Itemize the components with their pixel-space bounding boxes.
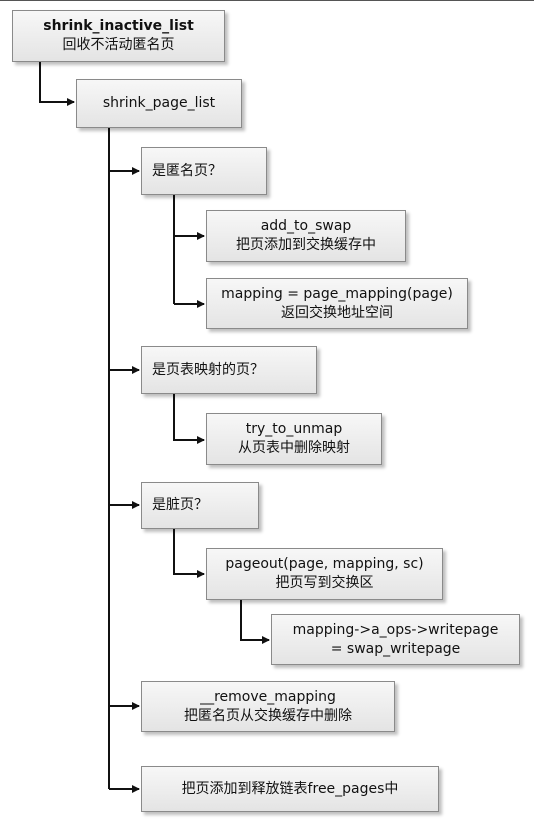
connector-n6-n7 [173,394,205,444]
connector-n9-n10 [240,600,270,644]
node-question: 是页表映射的页？ [152,361,264,378]
node-function-name: add_to_swap [260,218,352,234]
node-page-mapping: mapping = page_mapping(page) 返回交换地址空间 [206,278,468,329]
node-is-mapped-page: 是页表映射的页？ [141,346,317,394]
node-shrink-page-list: shrink_page_list [76,79,242,128]
node-writepage: mapping->a_ops->writepage = swap_writepa… [271,614,520,665]
node-is-dirty-page: 是脏页？ [141,482,259,529]
node-description: 把页添加到释放链表free_pages中 [181,780,399,797]
node-function-name: pageout(page, mapping, sc) [225,556,424,572]
connector-n8-n9 [173,529,205,578]
node-function-name: shrink_page_list [102,95,216,111]
node-description: 把页添加到交换缓存中 [236,237,376,253]
node-function-name: try_to_unmap [245,421,343,437]
node-description: 把页写到交换区 [275,575,374,591]
top-border-line [0,0,534,1]
node-try-to-unmap: try_to_unmap 从页表中删除映射 [206,413,382,465]
node-function-name: shrink_inactive_list [43,18,194,34]
node-pageout: pageout(page, mapping, sc) 把页写到交换区 [206,548,443,600]
node-add-to-free-pages: 把页添加到释放链表free_pages中 [141,766,439,812]
node-add-to-swap: add_to_swap 把页添加到交换缓存中 [206,210,406,262]
node-function-name: mapping->a_ops->writepage [292,621,499,638]
node-function-name: mapping = page_mapping(page) [221,285,453,302]
node-function-name-cont: = swap_writepage [330,640,461,657]
node-question: 是匿名页？ [152,162,222,179]
connector-n1-n2 [39,62,75,106]
node-function-name: __remove_mapping [200,688,336,705]
node-description: 把匿名页从交换缓存中删除 [184,707,352,724]
node-shrink-inactive-list: shrink_inactive_list 回收不活动匿名页 [12,10,225,62]
node-description: 从页表中删除映射 [238,440,350,456]
node-remove-mapping: __remove_mapping 把匿名页从交换缓存中删除 [141,681,395,732]
node-is-anonymous-page: 是匿名页？ [141,147,267,195]
node-description: 返回交换地址空间 [281,304,393,321]
node-question: 是脏页？ [152,497,208,513]
node-description: 回收不活动匿名页 [62,37,175,53]
